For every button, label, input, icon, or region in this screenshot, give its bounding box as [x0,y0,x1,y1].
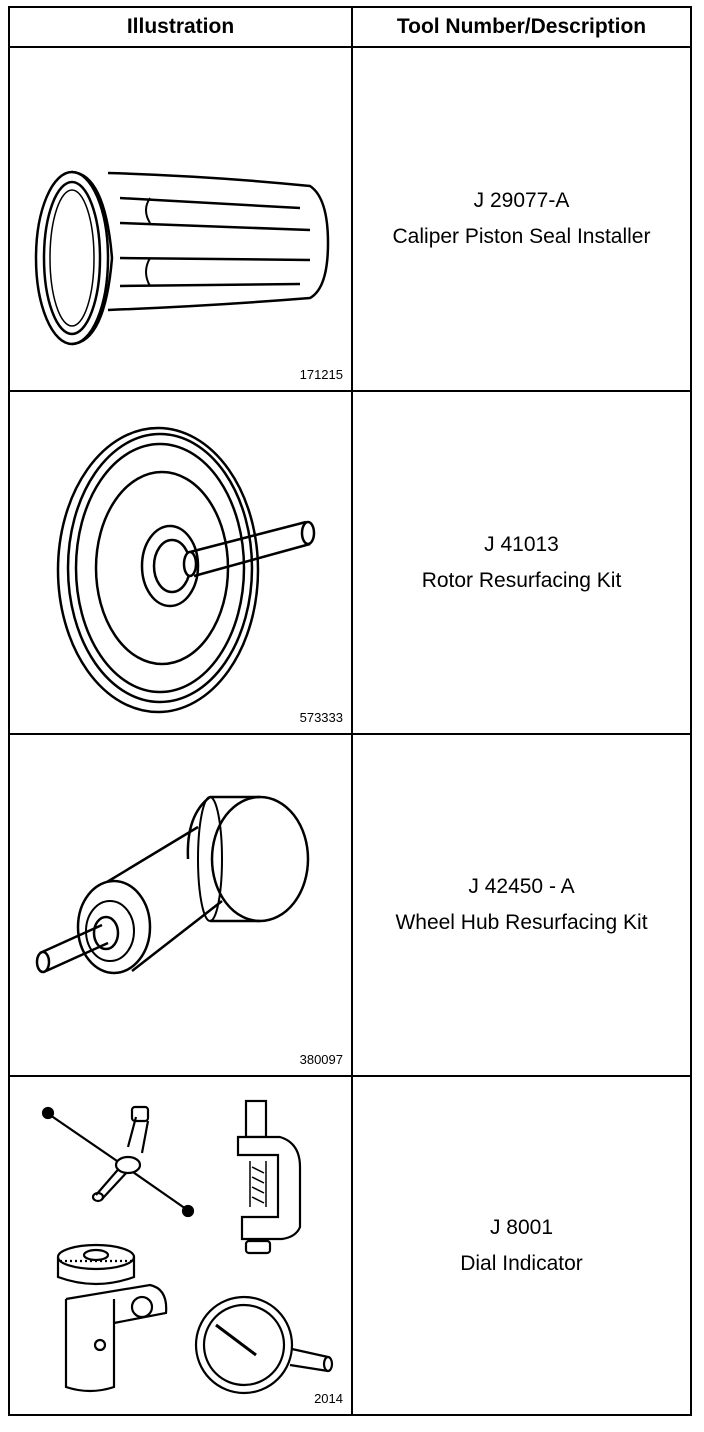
figure-number: 2014 [314,1391,343,1406]
table-row: 171215 J 29077-A Caliper Piston Seal Ins… [10,48,690,392]
tool-description: Rotor Resurfacing Kit [421,568,622,592]
tool-description-cell: J 42450 - A Wheel Hub Resurfacing Kit [353,735,690,1075]
dial-indicator-icon [41,1099,334,1395]
illustration-cell: 171215 [10,48,351,390]
tool-description: Caliper Piston Seal Installer [392,225,651,248]
figure-number: 171215 [299,367,343,382]
tool-number: J 8001 [489,1215,554,1239]
tool-number: J 42450 - A [468,875,575,898]
tool-header: Tool Number/Description [396,15,647,38]
illustration-cell: 380097 [10,735,351,1075]
rotor-resurfacing-icon [56,426,316,714]
tool-description: Dial Indicator [460,1251,583,1275]
wheel-hub-resurfacing-icon [35,795,310,975]
table-row: 2014 J 8001 Dial Indicator [10,1077,690,1414]
illustration-cell: 2014 [10,1077,351,1414]
tool-description-cell: J 41013 Rotor Resurfacing Kit [353,392,690,733]
column-divider [351,8,353,1414]
illustration-header: Illustration [126,15,235,38]
tool-number: J 29077-A [473,189,570,212]
table-row: 573333 J 41013 Rotor Resurfacing Kit [10,392,690,735]
tool-table: Illustration Tool Number/Description 171… [8,6,692,1416]
tool-number: J 41013 [484,532,559,556]
figure-number: 380097 [299,1052,343,1067]
table-header: Illustration Tool Number/Description [10,8,690,48]
seal-installer-icon [34,170,330,346]
tool-description-cell: J 8001 Dial Indicator [353,1077,690,1414]
table-row: 380097 J 42450 - A Wheel Hub Resurfacing… [10,735,690,1077]
tool-description-cell: J 29077-A Caliper Piston Seal Installer [353,48,690,390]
figure-number: 573333 [299,710,343,725]
illustration-cell: 573333 [10,392,351,733]
tool-description: Wheel Hub Resurfacing Kit [395,911,648,934]
